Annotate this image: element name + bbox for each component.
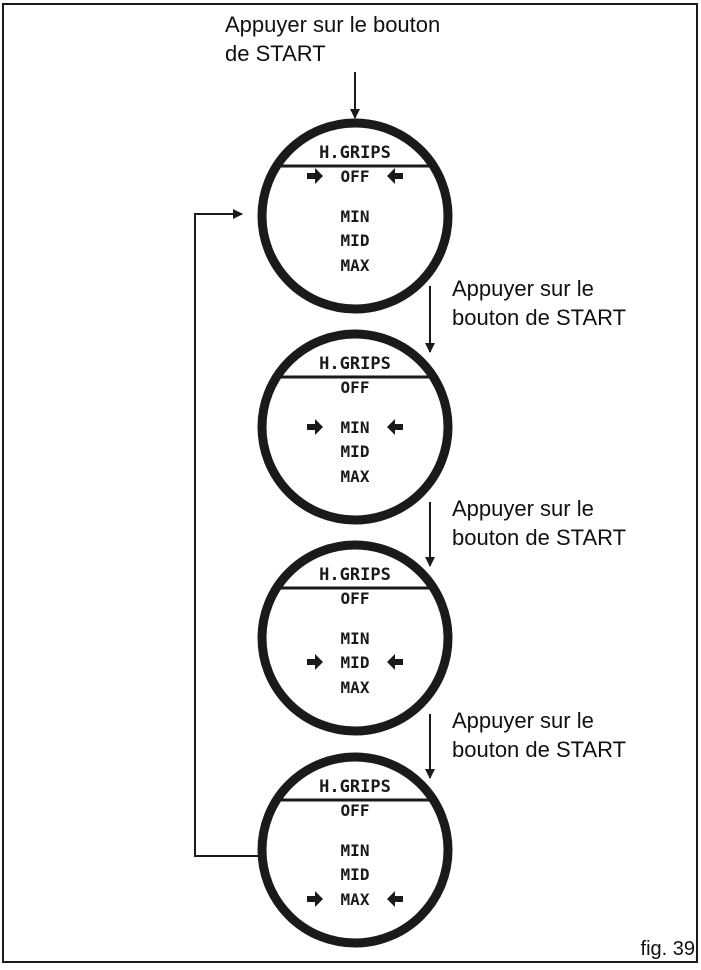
selection-arrow-right-icon — [307, 419, 323, 435]
menu-option-mid: MID — [341, 865, 370, 884]
screen-3: H.GRIPS OFF MIN MID MAX — [257, 540, 453, 736]
figure-label: fig. 39 — [640, 938, 695, 960]
instruction-line-2: bouton de START — [452, 737, 627, 762]
display-screens: H.GRIPSOFFMINMIDMAXH.GRIPSOFFMINMIDMAXH.… — [257, 118, 453, 948]
outer-border — [2, 3, 698, 963]
instruction-line-1: Appuyer sur le — [452, 496, 594, 521]
menu-option-max: MAX — [341, 467, 370, 486]
selection-arrow-right-icon — [307, 168, 323, 184]
menu-option-max: MAX — [341, 256, 370, 275]
menu-option-mid: MID — [341, 231, 370, 250]
screen-title: H.GRIPS — [319, 777, 391, 797]
selection-arrow-left-icon — [387, 654, 403, 670]
screen-4: H.GRIPS OFF MIN MID MAX — [257, 752, 453, 948]
menu-option-min: MIN — [341, 418, 370, 437]
menu-option-min: MIN — [341, 841, 370, 860]
screen-bezel — [257, 329, 453, 525]
screen-1: H.GRIPS OFF MIN MID MAX — [257, 118, 453, 314]
menu-option-max: MAX — [341, 890, 370, 909]
screen-title: H.GRIPS — [319, 143, 391, 163]
instruction-line-2: bouton de START — [452, 525, 627, 550]
menu-option-min: MIN — [341, 207, 370, 226]
screen-bezel — [257, 118, 453, 314]
instruction-line-1: Appuyer sur le — [452, 708, 594, 733]
menu-option-max: MAX — [341, 678, 370, 697]
screen-title: H.GRIPS — [319, 354, 391, 374]
instruction-press-start-step-2: Appuyer sur le bouton de START — [452, 494, 626, 552]
instruction-line-1: Appuyer sur le — [452, 276, 594, 301]
instruction-press-start-step-1: Appuyer sur le bouton de START — [452, 274, 626, 332]
menu-option-off: OFF — [341, 801, 370, 820]
selection-arrow-left-icon — [387, 891, 403, 907]
loop-back-arrow — [194, 209, 262, 857]
screen-title: H.GRIPS — [319, 565, 391, 585]
menu-option-mid: MID — [341, 442, 370, 461]
selection-arrow-right-icon — [307, 891, 323, 907]
selection-arrow-left-icon — [387, 168, 403, 184]
menu-option-off: OFF — [341, 167, 370, 186]
menu-option-min: MIN — [341, 629, 370, 648]
instruction-line-2: bouton de START — [452, 305, 627, 330]
menu-option-off: OFF — [341, 589, 370, 608]
instruction-line-2: de START — [225, 41, 326, 66]
selection-arrow-right-icon — [307, 654, 323, 670]
screen-bezel — [257, 540, 453, 736]
instruction-press-start-step-3: Appuyer sur le bouton de START — [452, 706, 626, 764]
instruction-press-start-first: Appuyer sur le bouton de START — [225, 10, 440, 68]
instruction-line-1: Appuyer sur le bouton — [225, 12, 441, 37]
screen-2: H.GRIPS OFF MIN MID MAX — [257, 329, 453, 525]
selection-arrow-left-icon — [387, 419, 403, 435]
menu-option-off: OFF — [341, 378, 370, 397]
menu-option-mid: MID — [341, 653, 370, 672]
